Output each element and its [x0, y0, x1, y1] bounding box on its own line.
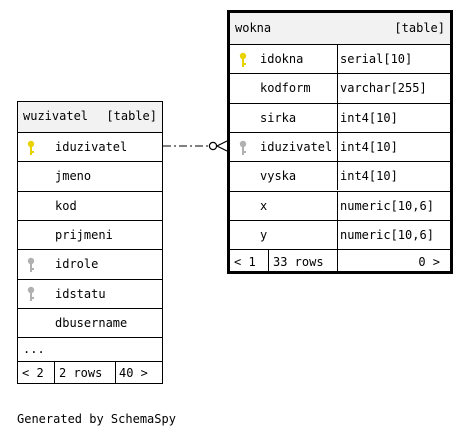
- table-footer: < 2 2 rows 40 >: [18, 361, 162, 384]
- column-name: dbusername: [55, 315, 128, 330]
- link-wuzivatel-wokna[interactable]: [163, 140, 228, 152]
- foreign-key-icon: [238, 140, 248, 159]
- column-type: serial[10]: [340, 52, 413, 67]
- generated-by-label: Generated by SchemaSpy: [17, 412, 176, 426]
- column-name: iduzivatel: [55, 140, 128, 155]
- column-row-sirka[interactable]: sirka int4[10]: [230, 102, 450, 132]
- parents-count[interactable]: < 1: [234, 255, 256, 269]
- column-type: varchar[255]: [340, 81, 427, 96]
- column-name: idstatu: [55, 286, 106, 301]
- column-name: prijmeni: [55, 228, 113, 243]
- column-row-iduzivatel[interactable]: iduzivatel: [18, 132, 162, 161]
- table-wuzivatel[interactable]: wuzivatel [table] iduzivatel jmeno kod prij…: [17, 101, 163, 384]
- column-name: iduzivatel: [260, 140, 333, 155]
- column-row-kod[interactable]: kod: [18, 190, 162, 220]
- column-name: vyska: [260, 169, 297, 184]
- column-name: kod: [55, 198, 77, 213]
- column-type: numeric[10,6]: [340, 227, 434, 242]
- column-row-jmeno[interactable]: jmeno: [18, 161, 162, 190]
- column-row-x[interactable]: x numeric[10,6]: [230, 190, 450, 220]
- column-type: numeric[10,6]: [340, 198, 434, 213]
- foreign-key-icon: [26, 257, 36, 276]
- column-name: kodform: [260, 81, 311, 96]
- column-name: idokna: [260, 52, 304, 67]
- foreign-key-icon: [26, 286, 36, 305]
- column-row-kodform[interactable]: kodform varchar[255]: [230, 73, 450, 103]
- table-kind: [table]: [106, 109, 157, 123]
- zero-cardinality-marker: [208, 141, 218, 151]
- column-row-idrole[interactable]: idrole: [18, 249, 162, 278]
- primary-key-icon: [26, 140, 36, 159]
- ellipsis: ...: [23, 342, 45, 356]
- table-name: wuzivatel: [23, 109, 89, 123]
- parents-count[interactable]: < 2: [22, 366, 44, 380]
- primary-key-icon: [238, 52, 248, 71]
- column-name: idrole: [55, 257, 99, 272]
- children-count[interactable]: 0 >: [418, 255, 440, 269]
- column-name: y: [260, 227, 268, 242]
- children-count[interactable]: 40 >: [119, 366, 148, 380]
- column-type: int4[10]: [340, 140, 398, 155]
- column-row-y[interactable]: y numeric[10,6]: [230, 219, 450, 250]
- table-header: wuzivatel [table]: [18, 102, 162, 132]
- column-row-idokna[interactable]: idokna serial[10]: [230, 44, 450, 74]
- table-kind: [table]: [394, 21, 445, 35]
- column-row-vyska[interactable]: vyska int4[10]: [230, 161, 450, 191]
- column-row-iduzivatel[interactable]: iduzivatel int4[10]: [230, 131, 450, 162]
- table-header: wokna [table]: [230, 13, 450, 44]
- table-ellipsis-row: ...: [18, 337, 162, 361]
- column-row-dbusername[interactable]: dbusername: [18, 307, 162, 337]
- column-row-prijmeni[interactable]: prijmeni: [18, 219, 162, 249]
- column-name: jmeno: [55, 169, 92, 184]
- column-type: int4[10]: [340, 110, 398, 125]
- table-footer: < 1 33 rows 0 >: [230, 249, 450, 274]
- column-type: int4[10]: [340, 169, 398, 184]
- table-name: wokna: [235, 21, 272, 35]
- table-wokna[interactable]: wokna [table] idokna serial[10] kodform var…: [227, 10, 453, 274]
- many-cardinality-marker: [215, 140, 228, 152]
- column-name: sirka: [260, 110, 297, 125]
- row-count: 2 rows: [59, 366, 103, 380]
- column-name: x: [260, 198, 268, 213]
- column-row-idstatu[interactable]: idstatu: [18, 278, 162, 308]
- row-count: 33 rows: [273, 255, 324, 269]
